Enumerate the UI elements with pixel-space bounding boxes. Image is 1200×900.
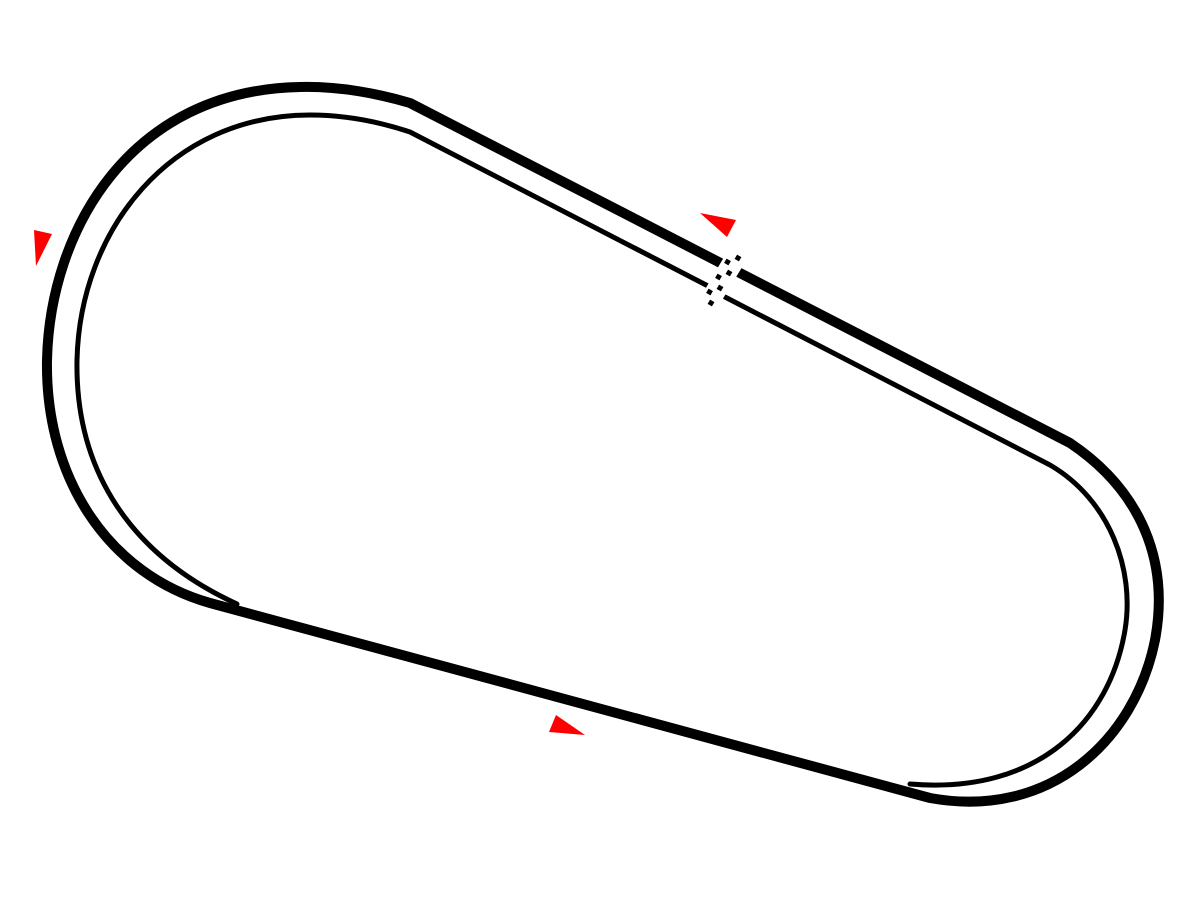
checker-square	[725, 269, 733, 277]
direction-arrow-icon	[700, 213, 736, 237]
track-outer-edge	[41, 81, 1164, 807]
checker-square	[706, 288, 713, 296]
direction-arrow-icon	[34, 230, 52, 266]
checker-square	[716, 284, 724, 292]
checker-square	[707, 299, 715, 307]
checkered-flag-start-finish-icon	[700, 252, 744, 310]
direction-arrow-icon	[549, 715, 585, 735]
start-finish-line	[700, 252, 744, 310]
checker-square	[715, 273, 722, 281]
track-inner-edge	[74, 112, 713, 607]
checker-square	[734, 254, 742, 262]
track-inner-edge-2	[722, 294, 1130, 788]
checker-square	[724, 258, 731, 266]
